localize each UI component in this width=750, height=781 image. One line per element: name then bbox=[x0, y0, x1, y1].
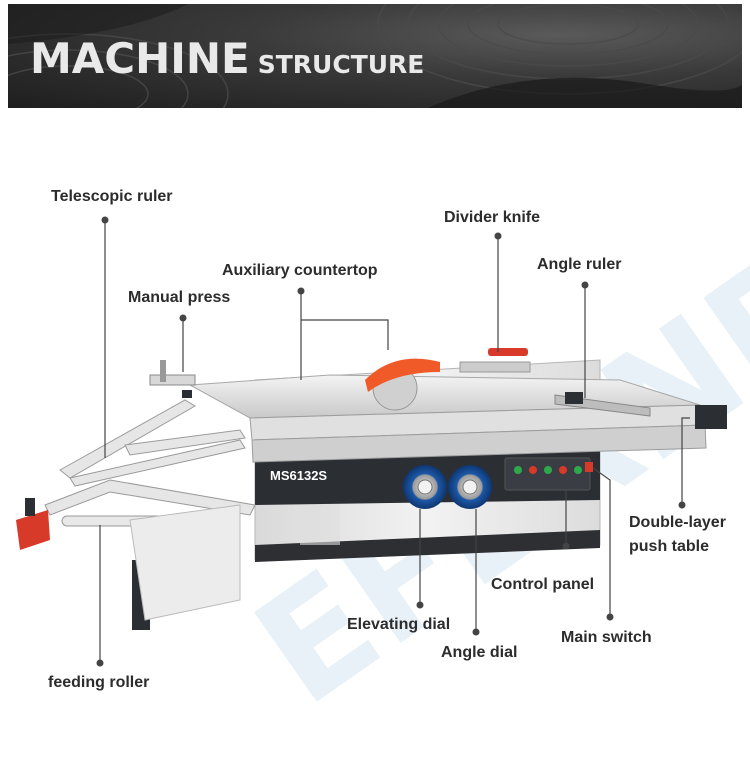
angle-ruler bbox=[554, 392, 651, 417]
telescopic-ruler-frame bbox=[44, 399, 256, 516]
main-table bbox=[188, 374, 701, 419]
leader-dots bbox=[96, 216, 686, 667]
double-layer-push-table bbox=[249, 404, 727, 463]
label-double-layer-line2: push table bbox=[629, 538, 710, 555]
label-control-panel: Control panel bbox=[491, 576, 595, 593]
control-panel bbox=[504, 457, 593, 491]
label-manual-press: Manual press bbox=[128, 289, 231, 306]
label-double-layer-line1: Double-layer bbox=[629, 514, 726, 531]
label-auxiliary-countertop: Auxiliary countertop bbox=[222, 262, 378, 279]
title-main: MACHINE bbox=[30, 34, 250, 83]
angle-dial bbox=[448, 465, 492, 509]
label-feeding-roller: feeding roller bbox=[48, 674, 150, 691]
label-angle-ruler: Angle ruler bbox=[537, 256, 622, 273]
label-angle-dial: Angle dial bbox=[441, 644, 518, 661]
label-main-switch: Main switch bbox=[561, 629, 652, 646]
support-leg bbox=[129, 504, 241, 630]
title-sub: STRUCTURE bbox=[257, 50, 425, 79]
elevating-dial bbox=[403, 465, 447, 509]
blade-guard bbox=[365, 358, 440, 411]
label-telescopic-ruler: Telescopic ruler bbox=[51, 188, 173, 205]
manual-press bbox=[149, 360, 196, 398]
divider-knife-assembly bbox=[459, 348, 531, 373]
model-plate: MS6132S bbox=[270, 468, 327, 483]
label-elevating-dial: Elevating dial bbox=[347, 616, 451, 633]
leader-lines bbox=[99, 220, 690, 663]
label-divider-knife: Divider knife bbox=[444, 209, 541, 226]
wood-texture-background bbox=[8, 4, 742, 108]
